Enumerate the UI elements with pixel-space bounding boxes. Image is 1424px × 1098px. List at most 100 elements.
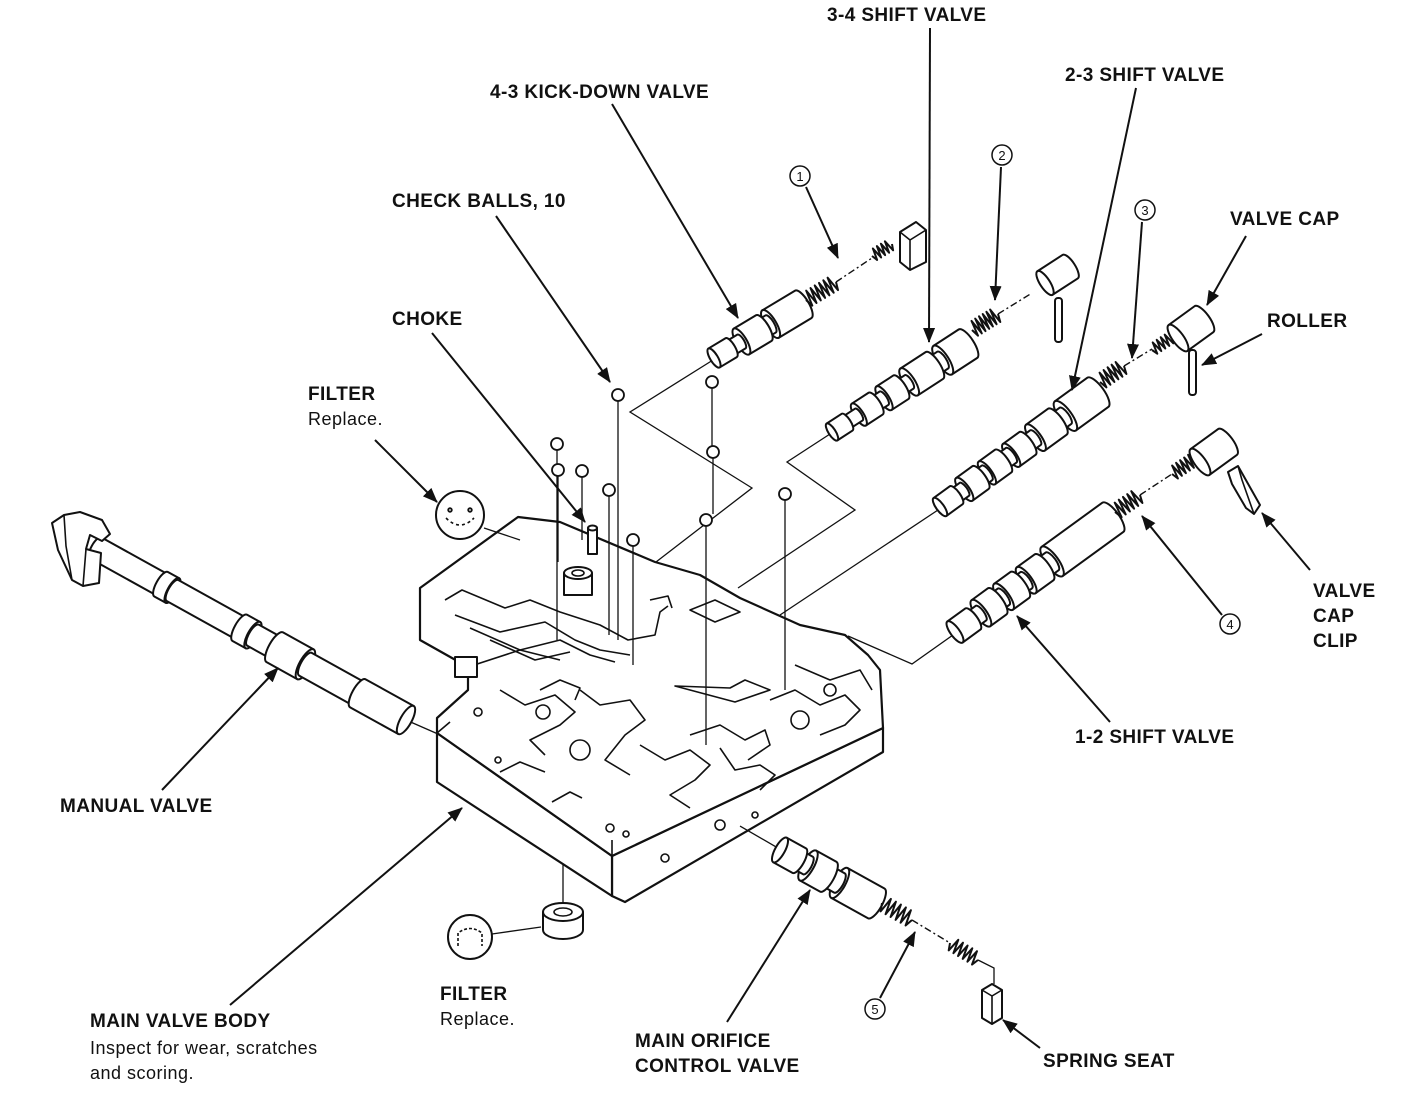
manual-valve-handle (51, 511, 111, 587)
valve-land (850, 391, 885, 427)
valve-land (726, 333, 748, 356)
valve-land (152, 570, 181, 604)
label-valve-cap-clip-line-3: CLIP (1313, 631, 1358, 652)
shift-valve-12 (945, 453, 1199, 644)
valve-body-hole (569, 739, 591, 761)
spring-dash-line (835, 257, 873, 283)
leader-callout-1 (805, 186, 839, 259)
check-ball (778, 487, 792, 501)
check-ball (602, 483, 616, 497)
oil-passage (454, 614, 631, 656)
oil-passage (689, 724, 771, 761)
check-ball (551, 463, 565, 477)
shift-valve-23 (931, 333, 1175, 518)
spring-coil (1098, 361, 1128, 389)
oil-passage (444, 589, 669, 641)
roller-34 (1054, 297, 1063, 343)
callout-number-4: 4 (1226, 617, 1233, 632)
oil-passage (649, 595, 673, 609)
leader-main-valve-body (229, 807, 463, 1006)
valve-land (950, 481, 971, 503)
callout-ring (1219, 613, 1241, 635)
valve-land-face (945, 620, 965, 644)
kick-down-seat-plate (899, 221, 927, 271)
plug-bore (571, 569, 585, 577)
callout-number-5: 5 (871, 1002, 878, 1017)
valve-land (977, 448, 1014, 486)
shift-valve-34 (824, 308, 1002, 442)
leader-main-orifice-control-valve (726, 889, 811, 1023)
check-balls (550, 375, 792, 745)
oil-passage (689, 599, 741, 623)
oil-passage (719, 747, 776, 791)
leader-arrows (161, 27, 1311, 1049)
filter-lower-link-line (491, 926, 542, 935)
valve-land (955, 464, 991, 502)
callout-numbers: 1 2 3 4 5 (789, 144, 1241, 1020)
valve-land (993, 570, 1032, 611)
filter-lower-mesh (457, 927, 483, 946)
check-ball (699, 513, 713, 527)
valve-land (347, 678, 415, 735)
label-choke: CHOKE (392, 309, 463, 330)
leader-1-2-shift-valve (1016, 615, 1111, 723)
valve-body-hole (714, 819, 726, 831)
manual-valve-handle-edge (63, 514, 87, 587)
spool-axis (1166, 304, 1216, 353)
labels: 3-4 SHIFT VALVE 2-3 SHIFT VALVE 4-3 KICK… (60, 5, 1375, 1083)
check-ball (626, 533, 640, 547)
oil-passage (499, 761, 546, 773)
valve-caps (1035, 253, 1239, 477)
spring-seat-line (977, 959, 995, 984)
spring-coil (879, 897, 913, 927)
valve-land (798, 849, 839, 893)
label-1-2-shift-valve: 1-2 SHIFT VALVE (1075, 727, 1234, 748)
filter-upper (435, 490, 485, 540)
spool-axis (706, 289, 814, 369)
label-filter-lower-title: FILTER (440, 984, 507, 1005)
callout-number-1: 1 (796, 169, 803, 184)
valve-body-plug (563, 566, 593, 596)
valve-land-face (931, 496, 949, 518)
valve-land (932, 485, 965, 517)
label-check-balls: CHECK BALLS, 10 (392, 191, 566, 212)
callout-ring (864, 998, 886, 1020)
spool-axis (87, 536, 417, 736)
filter-lower-screen (447, 914, 493, 960)
leader-valve-cap-clip (1261, 512, 1311, 571)
shift-23-axis-line (779, 509, 939, 616)
label-3-4-shift-valve: 3-4 SHIFT VALVE (827, 5, 986, 26)
valve-body-hole (790, 710, 810, 730)
main-orifice-control-valve (770, 836, 979, 966)
oil-passage (469, 627, 616, 663)
valve-body-boss (454, 656, 478, 678)
valve-land (946, 607, 983, 644)
valve-land (230, 613, 262, 650)
choke-part (587, 524, 598, 555)
valve-land (970, 587, 1009, 628)
valve-body-hole (605, 823, 615, 833)
check-ball (611, 388, 625, 402)
oil-passage (489, 639, 571, 661)
valve-body-hole (473, 707, 483, 717)
valve-land (297, 651, 366, 706)
label-valve-cap-clip-line-2: CAP (1313, 606, 1354, 627)
leader-callout-2 (989, 166, 1002, 301)
valve-body-hole (494, 756, 502, 764)
check-ball (575, 464, 589, 478)
valve-land-face (1188, 447, 1212, 477)
kick-down-valve-43 (706, 240, 895, 369)
spool-axis (824, 328, 980, 442)
callout-number-3: 3 (1141, 203, 1148, 218)
leader-2-3-shift-valve (1069, 87, 1137, 391)
label-manual-valve: MANUAL VALVE (60, 796, 213, 817)
label-main-orifice-line-2: CONTROL VALVE (635, 1056, 800, 1077)
oil-passage (579, 689, 646, 776)
valve-land-face (1035, 269, 1055, 297)
valve-cap-clip (1227, 465, 1261, 515)
spool-axis (1188, 427, 1239, 477)
label-main-orifice-line-1: MAIN ORIFICE (635, 1031, 771, 1052)
leader-callout-3 (1127, 221, 1143, 359)
choke-body (587, 527, 598, 555)
